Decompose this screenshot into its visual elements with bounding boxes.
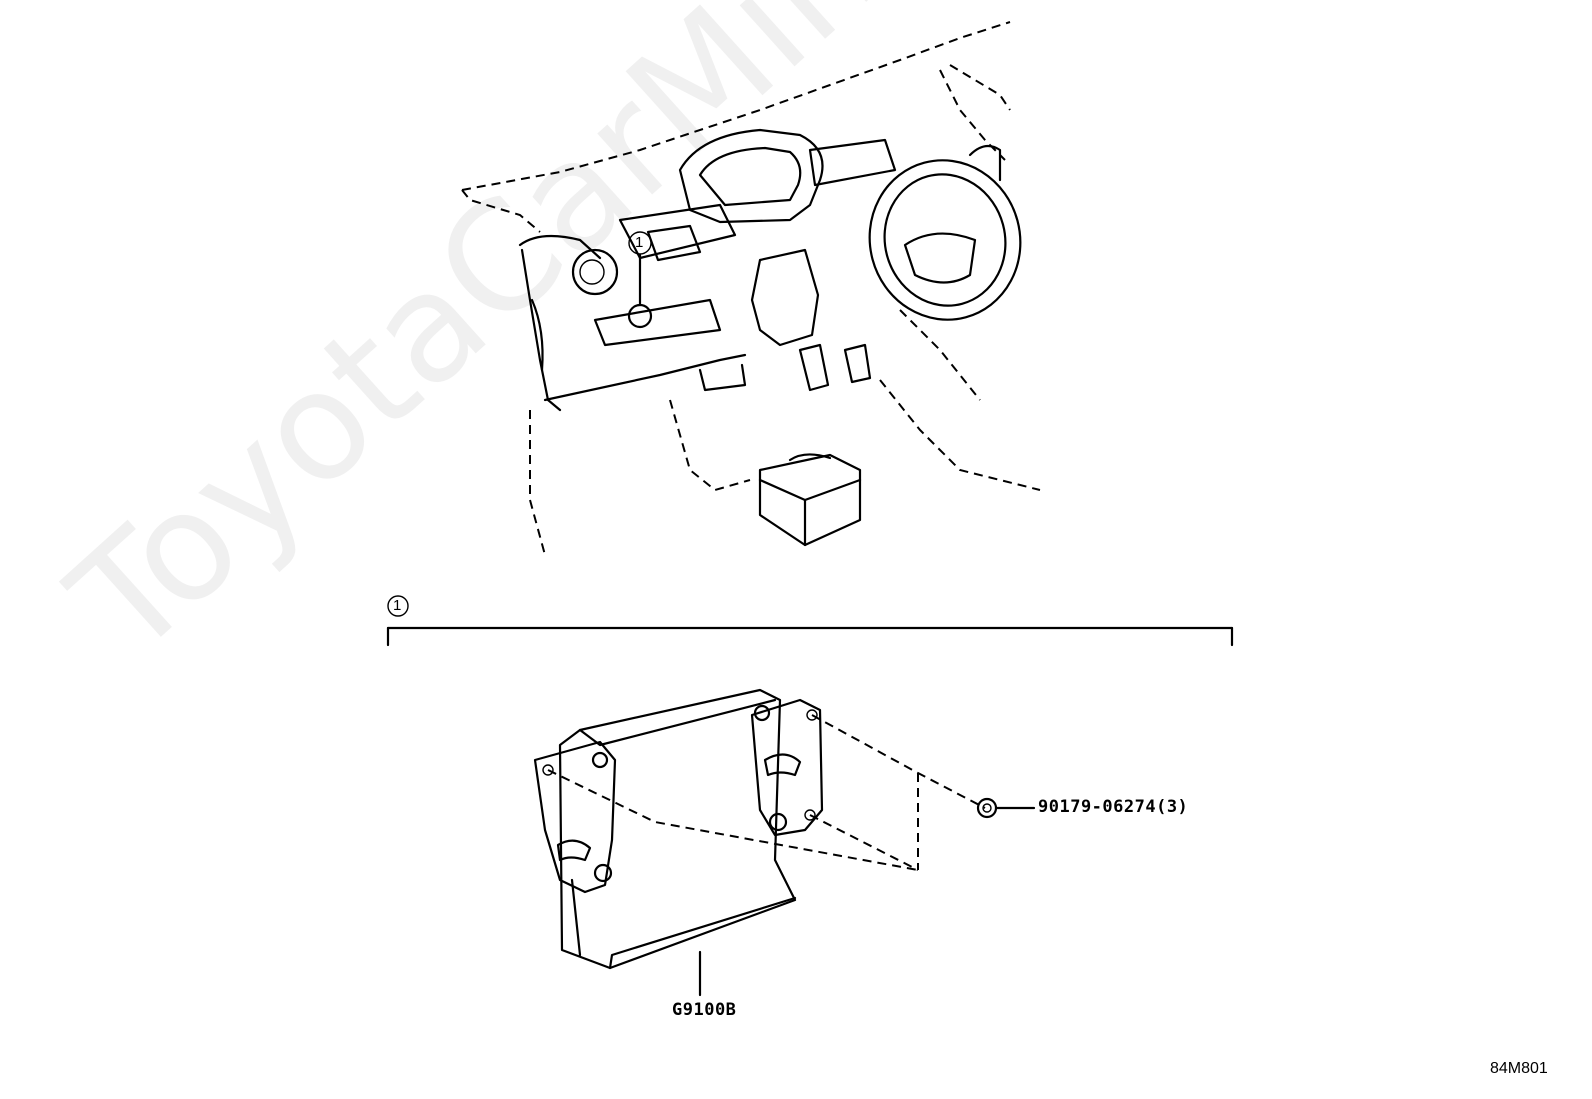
ecu-part-number[interactable]: G9100B bbox=[672, 1000, 737, 1020]
dashboard-callout-number: 1 bbox=[635, 234, 644, 251]
dashboard-illustration bbox=[461, 21, 1041, 556]
section-bracket bbox=[386, 595, 1234, 647]
bolt-part-number[interactable]: 90179-06274(3) bbox=[1038, 797, 1189, 817]
ecu-illustration bbox=[533, 688, 1036, 997]
section-callout-number: 1 bbox=[393, 597, 402, 614]
diagram-code: 84M801 bbox=[1490, 1060, 1548, 1077]
